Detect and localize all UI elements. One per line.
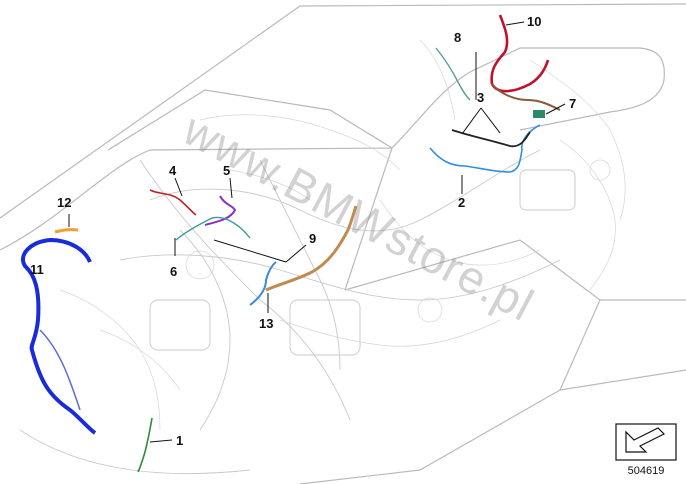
callout-2: 2 xyxy=(458,195,465,210)
harness-9 xyxy=(265,205,358,292)
harness-8 xyxy=(435,47,471,101)
harness-11 xyxy=(21,237,97,435)
harness-2 xyxy=(429,124,541,173)
callout-7: 7 xyxy=(569,96,576,111)
reference-number: 504619 xyxy=(628,465,665,477)
harness-7-connector xyxy=(533,110,545,118)
harness-1 xyxy=(137,417,153,473)
background-wiring xyxy=(59,39,626,431)
harness-12 xyxy=(54,228,79,234)
callout-1: 1 xyxy=(176,433,183,448)
callout-11: 11 xyxy=(30,262,44,277)
harness-parts xyxy=(21,14,561,473)
direction-arrow-icon xyxy=(615,423,677,461)
harness-5 xyxy=(204,195,237,226)
callout-8: 8 xyxy=(454,30,461,45)
callout-5: 5 xyxy=(223,163,230,178)
callout-9: 9 xyxy=(309,231,316,246)
callout-10: 10 xyxy=(527,14,541,29)
leader-lines xyxy=(68,21,566,443)
callout-13: 13 xyxy=(259,316,273,331)
harness-6 xyxy=(175,216,251,241)
callout-12: 12 xyxy=(57,195,71,210)
callout-3: 3 xyxy=(477,90,484,105)
callout-6: 6 xyxy=(170,264,177,279)
callout-4: 4 xyxy=(169,163,177,178)
callout-labels: 1 2 3 4 5 6 7 8 9 10 11 12 13 xyxy=(30,14,576,448)
harness-4 xyxy=(149,189,197,216)
harness-10-extension xyxy=(491,83,561,111)
harness-11-branch xyxy=(39,329,81,411)
harness-3 xyxy=(451,129,531,148)
harness-13 xyxy=(249,261,277,306)
vehicle-body-outline xyxy=(0,3,686,484)
